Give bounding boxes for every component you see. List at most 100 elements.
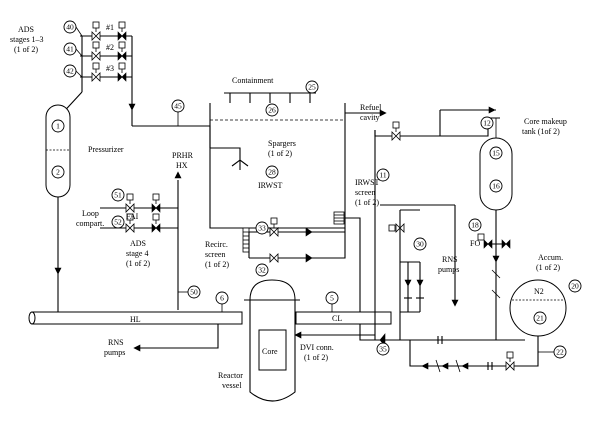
- prhr-ads4-section: PRHR HX FAI Loop compart. 51 52 ADS stag…: [76, 151, 201, 310]
- bubble-16: 16: [489, 179, 503, 193]
- irwst-screen-label-line2: screen: [355, 188, 375, 197]
- svg-text:35: 35: [379, 345, 387, 354]
- ads-stage1-valves: [91, 21, 127, 41]
- spargers-label-line1: Spargers: [268, 139, 296, 148]
- svg-text:45: 45: [174, 102, 182, 111]
- ads13-label-line2: stages 1–3: [10, 35, 44, 44]
- svg-text:1: 1: [56, 122, 60, 131]
- bubble-20: 20: [568, 279, 582, 293]
- recirc-section: 33 32 Recirc. screen (1 of 2): [205, 217, 346, 277]
- cold-leg-label: CL: [332, 314, 342, 323]
- svg-text:42: 42: [66, 67, 74, 76]
- cmt-label-line1: Core makeup: [524, 117, 567, 126]
- irwst-screen-label-line3: (1 of 2): [355, 198, 379, 207]
- svg-text:25: 25: [308, 83, 316, 92]
- accum-label-line1: Accum.: [538, 253, 563, 262]
- n2-label: N2: [534, 287, 544, 296]
- rns-pumps-right-line2: pumps: [438, 265, 459, 274]
- irwst-label: IRWST: [258, 181, 283, 190]
- hot-leg-label: HL: [130, 315, 141, 324]
- recirc-label-line3: (1 of 2): [205, 260, 229, 269]
- core-makeup-tank: 12 15 16 Core makeup tank (1of 2) 18 FO: [468, 116, 567, 340]
- fo-label: FO: [470, 239, 480, 248]
- containment-label: Containment: [232, 76, 274, 85]
- bubble-22: 22: [553, 345, 567, 359]
- core-label: Core: [262, 347, 278, 356]
- primary-loop-piping: HL CL 6 5 RNS pumps: [28, 291, 392, 357]
- svg-text:41: 41: [66, 45, 74, 54]
- loop-label-line1: Loop: [82, 209, 99, 218]
- stage3-label: #3: [106, 64, 114, 73]
- svg-text:51: 51: [114, 191, 122, 200]
- svg-text:5: 5: [330, 294, 334, 303]
- svg-text:30: 30: [416, 240, 424, 249]
- bubble-51: 51: [111, 188, 125, 202]
- svg-text:16: 16: [492, 182, 500, 191]
- reactor-vessel: Core Reactor vessel DVI conn. (1 of 2): [218, 279, 375, 402]
- bubble-12: 12: [480, 116, 494, 130]
- loop-label-line2: compart.: [76, 219, 104, 228]
- ads4-label-line1: ADS: [130, 239, 146, 248]
- svg-text:28: 28: [268, 168, 276, 177]
- rns-pumps-right-line1: RNS: [442, 255, 458, 264]
- bubble-15: 15: [489, 146, 503, 160]
- prhr-label-line2: HX: [176, 161, 188, 170]
- injection-header: 11 35: [374, 106, 525, 356]
- svg-text:18: 18: [471, 221, 479, 230]
- fai-label: FAI: [126, 212, 139, 221]
- prhr-label-line1: PRHR: [172, 151, 194, 160]
- cmt-label-line2: tank (1of 2): [522, 127, 560, 136]
- ads-stage3-valves: [91, 62, 127, 82]
- accumulator: N2 20 21 Accum. (1 of 2) 22: [409, 253, 582, 373]
- bubble-25: 25: [305, 80, 319, 94]
- ads4-label-line2: stage 4: [126, 249, 148, 258]
- ads13-label-line3: (1 of 2): [14, 45, 38, 54]
- svg-text:40: 40: [66, 23, 74, 32]
- refuel-label-line2: cavity: [360, 113, 380, 122]
- bubble-32: 32: [255, 263, 269, 277]
- pressurizer: 1 2 Pressurizer: [45, 104, 124, 312]
- bubble-1: 1: [51, 119, 65, 133]
- svg-text:33: 33: [258, 224, 266, 233]
- bubble-11: 11: [376, 168, 390, 182]
- bubble-2: 2: [51, 165, 65, 179]
- svg-text:32: 32: [258, 266, 266, 275]
- bubble-35: 35: [376, 342, 390, 356]
- svg-text:12: 12: [483, 119, 491, 128]
- bubble-30: 30: [413, 237, 427, 251]
- bubble-45: 45: [171, 99, 185, 113]
- bubble-18: 18: [468, 218, 482, 232]
- bubble-42: 42: [63, 64, 77, 78]
- bubble-21: 21: [533, 311, 547, 325]
- stage1-label: #1: [106, 23, 114, 32]
- bubble-6: 6: [215, 291, 229, 305]
- svg-text:20: 20: [571, 282, 579, 291]
- svg-text:50: 50: [190, 288, 198, 297]
- svg-text:21: 21: [536, 314, 544, 323]
- dvi-label-line2: (1 of 2): [304, 353, 328, 362]
- stage2-label: #2: [106, 43, 114, 52]
- refuel-label-line1: Refuel: [360, 103, 382, 112]
- svg-text:26: 26: [268, 106, 276, 115]
- rns-pumps-left-line2: pumps: [104, 348, 125, 357]
- bubble-52: 52: [111, 215, 125, 229]
- rns-pumps-left-line1: RNS: [108, 338, 124, 347]
- bubble-5: 5: [325, 291, 339, 305]
- reactor-label-line1: Reactor: [218, 371, 243, 380]
- bubble-41: 41: [63, 42, 77, 56]
- accum-label-line2: (1 of 2): [536, 263, 560, 272]
- bubble-26: 26: [265, 103, 279, 117]
- reactor-label-line2: vessel: [222, 381, 242, 390]
- recirc-label-line2: screen: [205, 250, 225, 259]
- ads-stages-1-3: #1 #2 #3 ADS stages 1–3 (1 of 2) 40 41 4…: [10, 20, 133, 126]
- bubble-28: 28: [265, 165, 279, 179]
- svg-text:11: 11: [379, 171, 386, 180]
- spargers-label-line2: (1 of 2): [268, 149, 292, 158]
- svg-text:22: 22: [556, 348, 564, 357]
- pressurizer-label: Pressurizer: [88, 145, 124, 154]
- svg-text:15: 15: [492, 149, 500, 158]
- bubble-40: 40: [63, 20, 77, 34]
- recirc-label-line1: Recirc.: [205, 240, 228, 249]
- irwst-tank: Containment 25 26 Refuel cavity Spargers…: [209, 76, 387, 229]
